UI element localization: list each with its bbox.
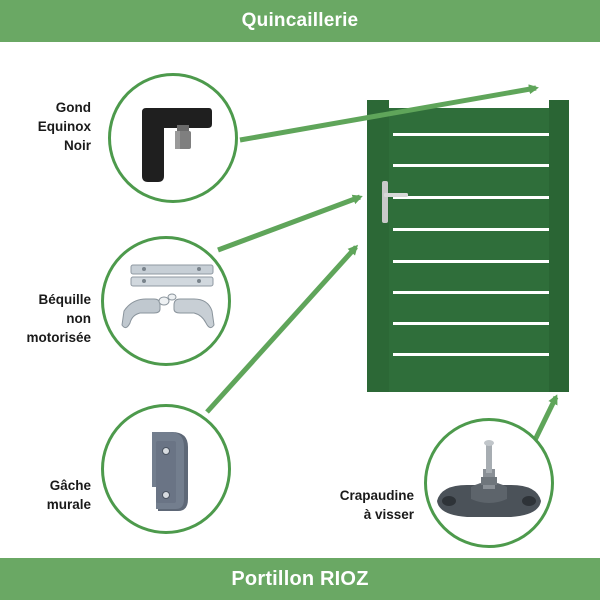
bequille-label: Béquille non motorisée [26, 292, 91, 345]
gate-post-right [549, 100, 569, 392]
bequille-circle [101, 236, 231, 366]
gate-slats [393, 133, 549, 356]
crapaudine-label: Crapaudine à visser [339, 488, 414, 522]
arrow-gond [239, 84, 539, 143]
gache-circle [101, 404, 231, 534]
footer-banner: Portillon RIOZ [0, 558, 600, 600]
gond-circle [108, 73, 238, 203]
gate-handle-plate [382, 181, 388, 223]
footer-title: Portillon RIOZ [231, 567, 369, 590]
crapaudine-circle [424, 418, 554, 548]
crapaudine-pivot-image [437, 440, 541, 517]
gate-handle-lever [384, 193, 408, 197]
gond-label: Gond Equinox Noir [37, 100, 91, 153]
header-banner: Quincaillerie [0, 0, 600, 42]
arrow-crapaudine [532, 394, 559, 442]
arrow-gache [205, 244, 359, 414]
bequille-handle-image [121, 264, 215, 329]
gache-strike-image [152, 432, 188, 511]
header-title: Quincaillerie [241, 10, 359, 31]
gond-hinge-image [142, 108, 212, 182]
gate-panel [389, 108, 551, 392]
gate-illustration [367, 100, 569, 392]
gate-post-left [367, 100, 389, 392]
gache-label: Gâche murale [46, 478, 91, 512]
arrow-bequille [217, 194, 363, 253]
